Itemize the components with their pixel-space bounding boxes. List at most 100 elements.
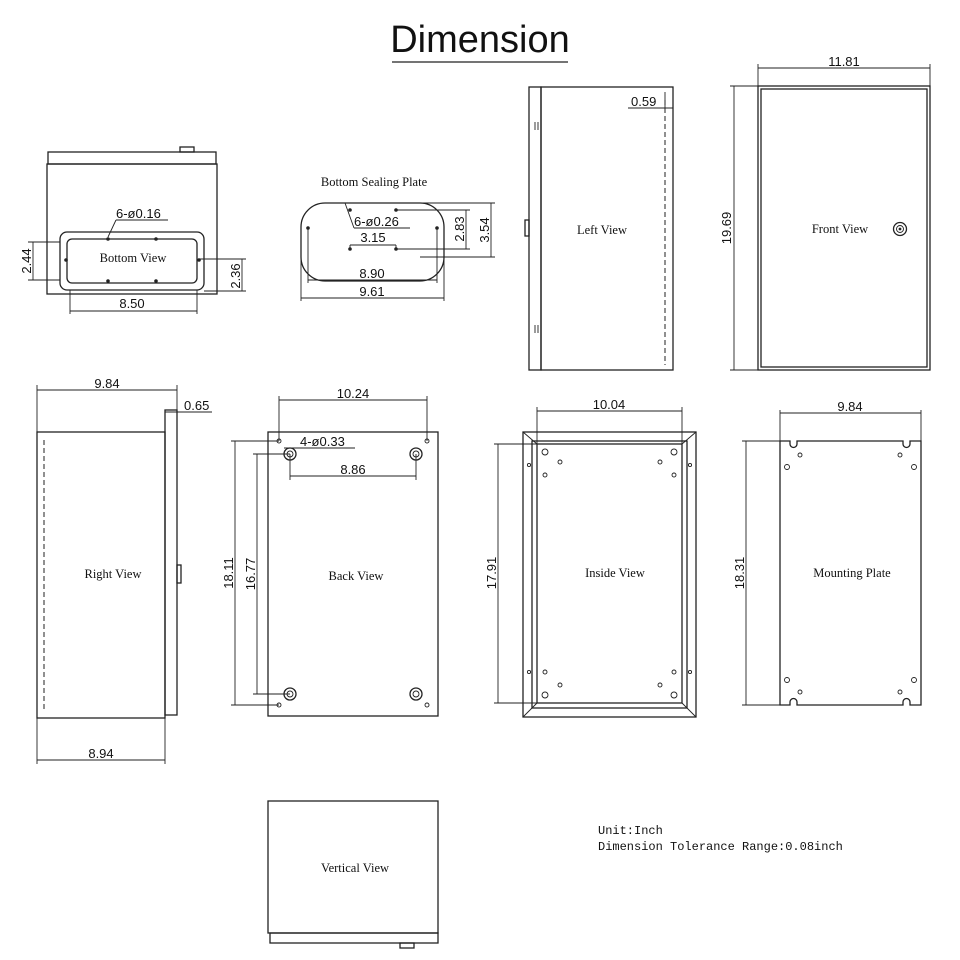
plate-mount-hole	[897, 689, 903, 695]
corner-line	[681, 431, 697, 445]
bottom-view-lid	[47, 151, 217, 165]
inside-hole	[542, 669, 548, 675]
inside-hole	[526, 462, 532, 468]
inside-height-dim: 17.91	[484, 557, 499, 590]
unit-note: Unit:Inch	[598, 824, 663, 838]
back-hole-pitch-dim: 16.77	[243, 558, 258, 591]
plate-outer-height-dim: 3.54	[477, 217, 492, 242]
mounting-width-dim: 9.84	[837, 399, 862, 414]
bottom-view-label: Bottom View	[100, 251, 167, 265]
inside-hole	[541, 691, 549, 699]
plate-mount-hole	[797, 689, 803, 695]
left-view-latch	[524, 219, 530, 237]
inside-hole	[670, 691, 678, 699]
back-small-hole	[424, 702, 430, 708]
right-view-label: Right View	[84, 567, 141, 581]
right-view-latch	[176, 564, 182, 584]
page-title: Dimension	[390, 19, 570, 61]
bottom-hole	[154, 279, 158, 283]
right-flange-dim: 0.65	[184, 398, 209, 413]
inside-hole	[657, 459, 663, 465]
vertical-view-lid	[269, 932, 439, 944]
bottom-hole	[106, 279, 110, 283]
inside-hole	[541, 448, 549, 456]
back-height-dim: 18.11	[221, 557, 236, 589]
sealing-plate-view: Bottom Sealing Plate 6-ø0.26 3.15 2.83 3…	[300, 175, 495, 301]
plate-width-dim: 9.61	[359, 284, 384, 299]
back-mount-hole-inner	[412, 690, 420, 698]
plate-hole-span-dim: 8.90	[359, 266, 384, 281]
lock-icon-inner	[896, 225, 904, 233]
back-view-label: Back View	[329, 569, 384, 583]
bottom-width-dim: 8.50	[119, 296, 144, 311]
mounting-plate-outline	[779, 440, 922, 706]
bottom-height-inner-dim: 2.36	[228, 263, 243, 288]
sealing-plate-label: Bottom Sealing Plate	[321, 175, 428, 189]
corner-line	[522, 702, 538, 718]
inside-view-outer	[522, 431, 697, 718]
left-view: Left View 0.59	[524, 86, 674, 371]
bottom-view-cutout-outer	[59, 231, 205, 291]
vertical-view-label: Vertical View	[321, 861, 389, 875]
lock-icon	[892, 221, 908, 237]
left-view-label: Left View	[577, 223, 627, 237]
inside-hole	[657, 682, 663, 688]
inside-view-flange	[531, 440, 688, 709]
mounting-plate-label: Mounting Plate	[813, 566, 891, 580]
inside-view-label: Inside View	[585, 566, 645, 580]
bottom-holes-dim: 6-ø0.16	[116, 206, 161, 221]
inside-hole	[671, 472, 677, 478]
sealing-plate-outline	[300, 202, 445, 282]
back-view: Back View 10.24 4-ø0.33 8.86 18.11 16.77	[221, 386, 439, 717]
front-height-dim: 19.69	[719, 212, 734, 245]
plate-mount-hole	[784, 677, 790, 683]
plate-mount-hole	[897, 452, 903, 458]
inside-view-inner	[536, 443, 683, 704]
bottom-view-latch	[179, 146, 195, 153]
bottom-height-outer-dim: 2.44	[19, 248, 34, 273]
bottom-hole	[106, 237, 110, 241]
bottom-hole	[154, 237, 158, 241]
leader-line	[107, 219, 117, 238]
lock-icon-core	[898, 227, 902, 231]
left-view-body	[540, 86, 674, 371]
front-width-dim: 11.81	[828, 54, 860, 69]
plate-holes-dim: 6-ø0.26	[354, 214, 399, 229]
back-view-outline	[267, 431, 439, 717]
corner-line	[681, 702, 697, 718]
front-view: Front View 11.81 19.69	[719, 54, 931, 371]
leader-line	[344, 202, 355, 229]
bottom-view: Bottom View 6-ø0.16 2.44 2.36 8.50	[19, 146, 246, 314]
inside-hole	[670, 448, 678, 456]
vertical-view: Vertical View	[267, 800, 439, 949]
plate-hole-pitch-dim: 3.15	[360, 230, 385, 245]
plate-mount-hole	[784, 464, 790, 470]
inside-hole	[687, 669, 693, 675]
plate-mount-hole	[911, 464, 917, 470]
back-mount-hole	[409, 687, 423, 701]
inside-view: Inside View 10.04 17.91	[484, 397, 697, 718]
mounting-height-dim: 18.31	[732, 557, 747, 590]
vertical-view-latch	[399, 942, 415, 949]
corner-line	[522, 431, 538, 445]
back-width-dim: 10.24	[337, 386, 370, 401]
plate-mount-hole	[797, 452, 803, 458]
back-holes-dim: 4-ø0.33	[300, 434, 345, 449]
front-view-door	[760, 88, 928, 368]
back-hole-span-dim: 8.86	[340, 462, 365, 477]
right-body-depth-dim: 8.94	[88, 746, 113, 761]
front-view-outline	[757, 85, 931, 371]
mounting-plate-view: Mounting Plate 9.84 18.31	[732, 399, 922, 706]
bottom-view-body	[46, 163, 218, 295]
plate-mount-hole	[911, 677, 917, 683]
plate-hole	[348, 208, 352, 212]
bottom-hole	[64, 258, 68, 262]
inside-hole	[557, 459, 563, 465]
plate-inner-height-dim: 2.83	[452, 216, 467, 241]
left-depth-dim: 0.59	[631, 94, 656, 109]
inside-hole	[526, 669, 532, 675]
inside-hole	[542, 472, 548, 478]
inside-width-dim: 10.04	[593, 397, 626, 412]
front-view-label: Front View	[812, 222, 868, 236]
